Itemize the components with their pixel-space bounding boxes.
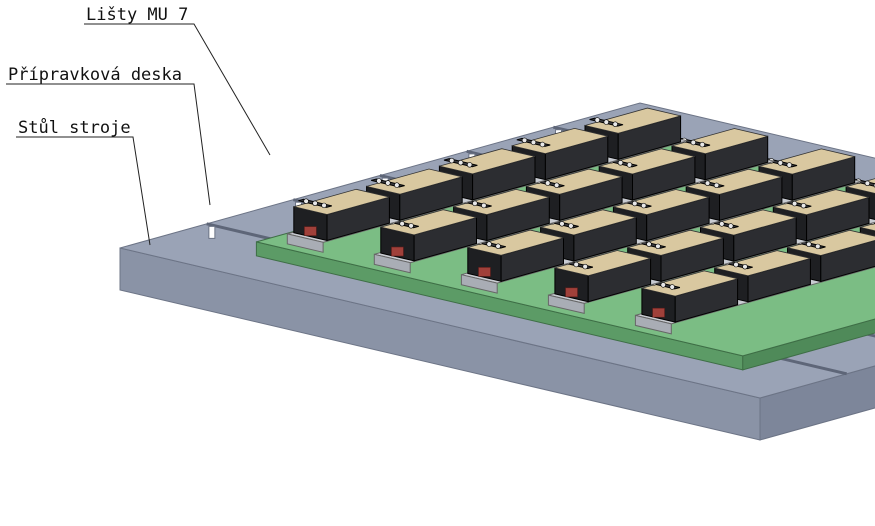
vise-top (540, 209, 637, 236)
screw-hole (568, 223, 574, 229)
leader-fixture-plate (6, 83, 211, 206)
screw-hole (594, 117, 601, 123)
vise-top (773, 189, 870, 216)
screw-hole (466, 162, 473, 168)
screw-hole (669, 284, 675, 290)
screw-hole (573, 261, 579, 268)
screw-hole (791, 200, 798, 207)
screw-hole (449, 157, 455, 164)
vise-top (467, 229, 564, 256)
vise-top (641, 270, 738, 297)
vise-top (554, 250, 651, 277)
screw-hole (495, 243, 501, 249)
screw-hole (699, 141, 705, 148)
screw-hole (399, 220, 405, 227)
screw-hole (303, 198, 309, 204)
screw-hole (646, 241, 652, 247)
screw-hole (864, 180, 871, 186)
leader-lines (6, 23, 271, 246)
screw-hole (521, 137, 528, 143)
vise-top (584, 107, 681, 134)
red-insert (304, 226, 317, 236)
screw-hole (457, 159, 464, 166)
screw-hole (626, 162, 633, 168)
rail-end (634, 314, 672, 335)
screw-hole (530, 139, 537, 146)
screw-hole (321, 202, 327, 209)
vise-top (787, 229, 875, 256)
table-slot-notch (208, 225, 216, 239)
vise-top (686, 168, 783, 195)
label-lists: Lišty MU 7 (86, 5, 188, 25)
rail-end (460, 274, 498, 294)
vise-top (366, 168, 463, 195)
screw-hole (472, 200, 478, 207)
red-insert (652, 307, 665, 318)
red-insert (391, 246, 404, 257)
red-insert (478, 267, 491, 277)
vise-top (613, 189, 710, 216)
screw-hole (481, 202, 487, 209)
screw-hole (553, 182, 560, 188)
screw-hole (486, 241, 492, 247)
rail-end (373, 253, 411, 274)
screw-hole (655, 243, 661, 249)
vise-top (453, 188, 550, 216)
screw-hole (539, 141, 546, 148)
screw-hole (394, 182, 400, 188)
screw-hole (582, 263, 588, 270)
screw-hole (376, 178, 382, 184)
screw-hole (385, 180, 391, 186)
screw-hole (408, 223, 414, 229)
vise-top (860, 222, 875, 232)
screw-hole (800, 202, 807, 209)
screw-hole (815, 243, 821, 250)
screw-hole (719, 221, 725, 227)
screw-hole (641, 202, 647, 209)
vise-top (671, 128, 768, 155)
vise-top (293, 188, 390, 215)
screw-hole (733, 261, 739, 268)
vise-top (512, 127, 608, 155)
table-side-face (759, 365, 875, 441)
screw-hole (632, 200, 638, 207)
screw-hole (617, 160, 624, 166)
vise-top (758, 148, 855, 175)
screw-hole (713, 182, 720, 188)
vise-top (627, 229, 724, 256)
vise-top (380, 209, 477, 236)
vise-top (700, 209, 797, 236)
screw-hole (728, 223, 734, 229)
red-insert (565, 287, 578, 298)
vise-top (714, 250, 811, 277)
rail-end (286, 233, 324, 253)
label-machine-table: Stůl stroje (18, 117, 131, 138)
leader-machine-table (16, 136, 151, 246)
screw-hole (612, 121, 618, 127)
screw-hole (786, 162, 793, 168)
screw-hole (545, 180, 551, 186)
vise-top (439, 148, 536, 175)
screw-hole (777, 160, 784, 166)
screw-hole (690, 139, 697, 146)
plate-side-face (742, 318, 875, 371)
screw-hole (660, 282, 666, 288)
label-fixture-plate: Přípravková deska (8, 65, 182, 85)
screw-hole (704, 180, 711, 186)
vise-top (599, 148, 696, 175)
mu7-rails (286, 107, 875, 335)
screw-hole (806, 241, 812, 247)
vise-top (526, 168, 623, 195)
rail-end (547, 294, 585, 315)
screw-hole (742, 263, 748, 270)
leader-lists (84, 23, 271, 156)
screw-hole (312, 200, 318, 206)
screw-hole (559, 221, 565, 227)
screw-hole (603, 119, 609, 125)
